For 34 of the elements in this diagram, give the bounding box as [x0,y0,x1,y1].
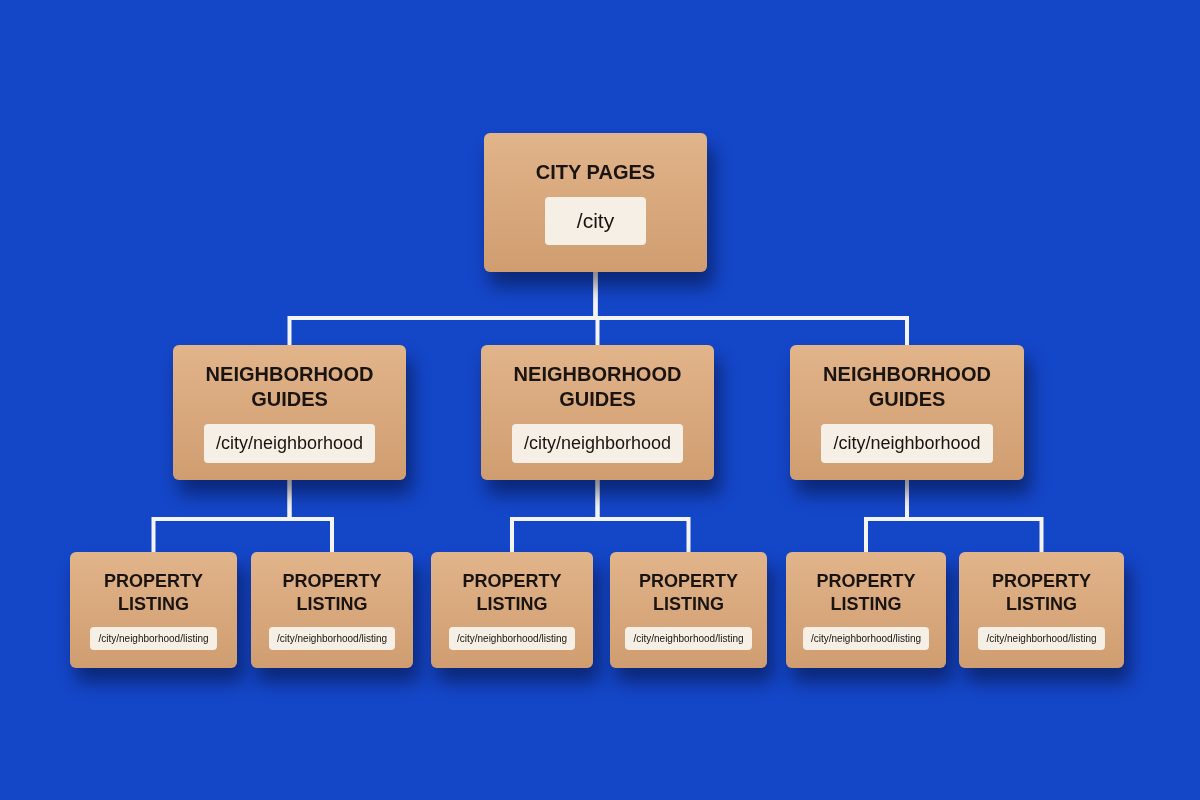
wooden-block [959,552,1124,668]
connector-line [595,480,691,552]
url-path-label: /city [544,197,647,245]
url-path-label: /city/neighborhood/listing [802,627,930,650]
block-title: PROPERTY LISTING [815,570,917,615]
block-title: PROPERTY LISTING [461,570,563,615]
url-path-label: /city/neighborhood [203,424,376,463]
connector-line [287,480,334,552]
url-path-label: /city/neighborhood/listing [90,627,217,650]
wooden-block [790,345,1024,480]
wooden-block [251,552,413,668]
url-path-label: /city/neighborhood [821,424,993,463]
block-title: PROPERTY LISTING [281,570,383,615]
connector-line [593,272,909,345]
wooden-block [70,552,237,668]
block-title: NEIGHBORHOOD GUIDES [512,362,683,412]
url-path-label: /city/neighborhood/listing [978,627,1105,650]
wooden-block [610,552,767,668]
wooden-block [173,345,406,480]
block-title: PROPERTY LISTING [103,570,204,615]
block-title: CITY PAGES [535,160,656,186]
wooden-block [431,552,593,668]
wooden-block [481,345,714,480]
block-title: NEIGHBORHOOD GUIDES [204,362,375,412]
connector-line [905,480,1044,552]
block-title: NEIGHBORHOOD GUIDES [822,362,992,412]
block-title: PROPERTY LISTING [991,570,1092,615]
wooden-block [786,552,946,668]
block-title: PROPERTY LISTING [638,570,739,615]
wooden-block [484,133,707,272]
url-path-label: /city/neighborhood/listing [625,627,752,650]
url-path-label: /city/neighborhood/listing [268,627,396,650]
url-path-label: /city/neighborhood/listing [448,627,576,650]
url-path-label: /city/neighborhood [511,424,684,463]
